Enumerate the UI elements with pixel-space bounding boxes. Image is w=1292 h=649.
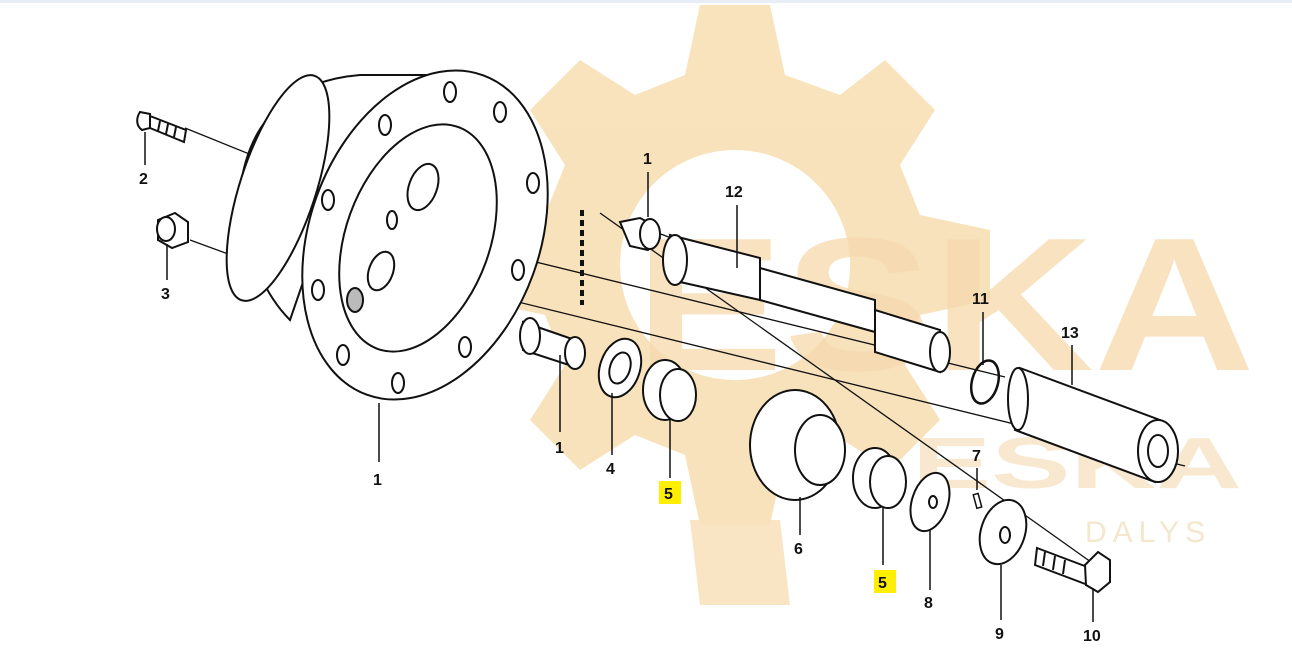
part-splined-sleeve — [1007, 366, 1179, 484]
part-splined-shaft — [662, 233, 951, 374]
highlight-5b — [874, 570, 896, 593]
callout-1-bushing: 1 — [643, 151, 652, 168]
part-needle-bearing-b — [852, 447, 907, 509]
callout-5-b: 5 — [878, 575, 887, 592]
watermark-gear-lower-icon — [690, 520, 790, 605]
callout-4: 4 — [606, 461, 615, 478]
part-washer-8 — [909, 471, 951, 533]
part-pin — [972, 492, 983, 510]
callout-5-a: 5 — [664, 486, 673, 503]
callout-7: 7 — [972, 448, 981, 465]
watermark-brand-large: ESKA — [635, 199, 1255, 411]
callout-1-housing: 1 — [373, 472, 382, 489]
callout-leaders — [144, 132, 1094, 622]
callout-12: 12 — [725, 184, 743, 201]
part-washer-4 — [597, 337, 643, 399]
highlight-5a — [659, 481, 681, 504]
callout-10: 10 — [1083, 628, 1101, 645]
callout-9: 9 — [995, 626, 1004, 643]
part-bolt — [1033, 546, 1111, 594]
part-sleeve — [519, 317, 586, 370]
callout-1-sleeve: 1 — [555, 440, 564, 457]
part-needle-bearing-a — [642, 359, 697, 422]
part-housing — [225, 69, 549, 401]
callout-13: 13 — [1061, 325, 1079, 342]
watermark-gear-logo: ESKA ESKA DALYS — [475, 5, 1255, 605]
part-washer-9 — [978, 498, 1028, 566]
part-plug — [156, 211, 189, 250]
callout-6: 6 — [794, 541, 803, 558]
watermark-subtitle: DALYS — [1085, 516, 1211, 549]
top-rule — [0, 0, 1292, 3]
callout-2: 2 — [139, 171, 148, 188]
part-snap-ring — [969, 359, 1001, 405]
part-bushing-small — [618, 216, 662, 252]
watermark-gear-icon — [475, 5, 990, 525]
callout-11: 11 — [972, 291, 989, 308]
part-gear — [749, 389, 846, 501]
callout-3: 3 — [161, 286, 170, 303]
part-screw — [136, 110, 188, 144]
callout-8: 8 — [924, 595, 933, 612]
